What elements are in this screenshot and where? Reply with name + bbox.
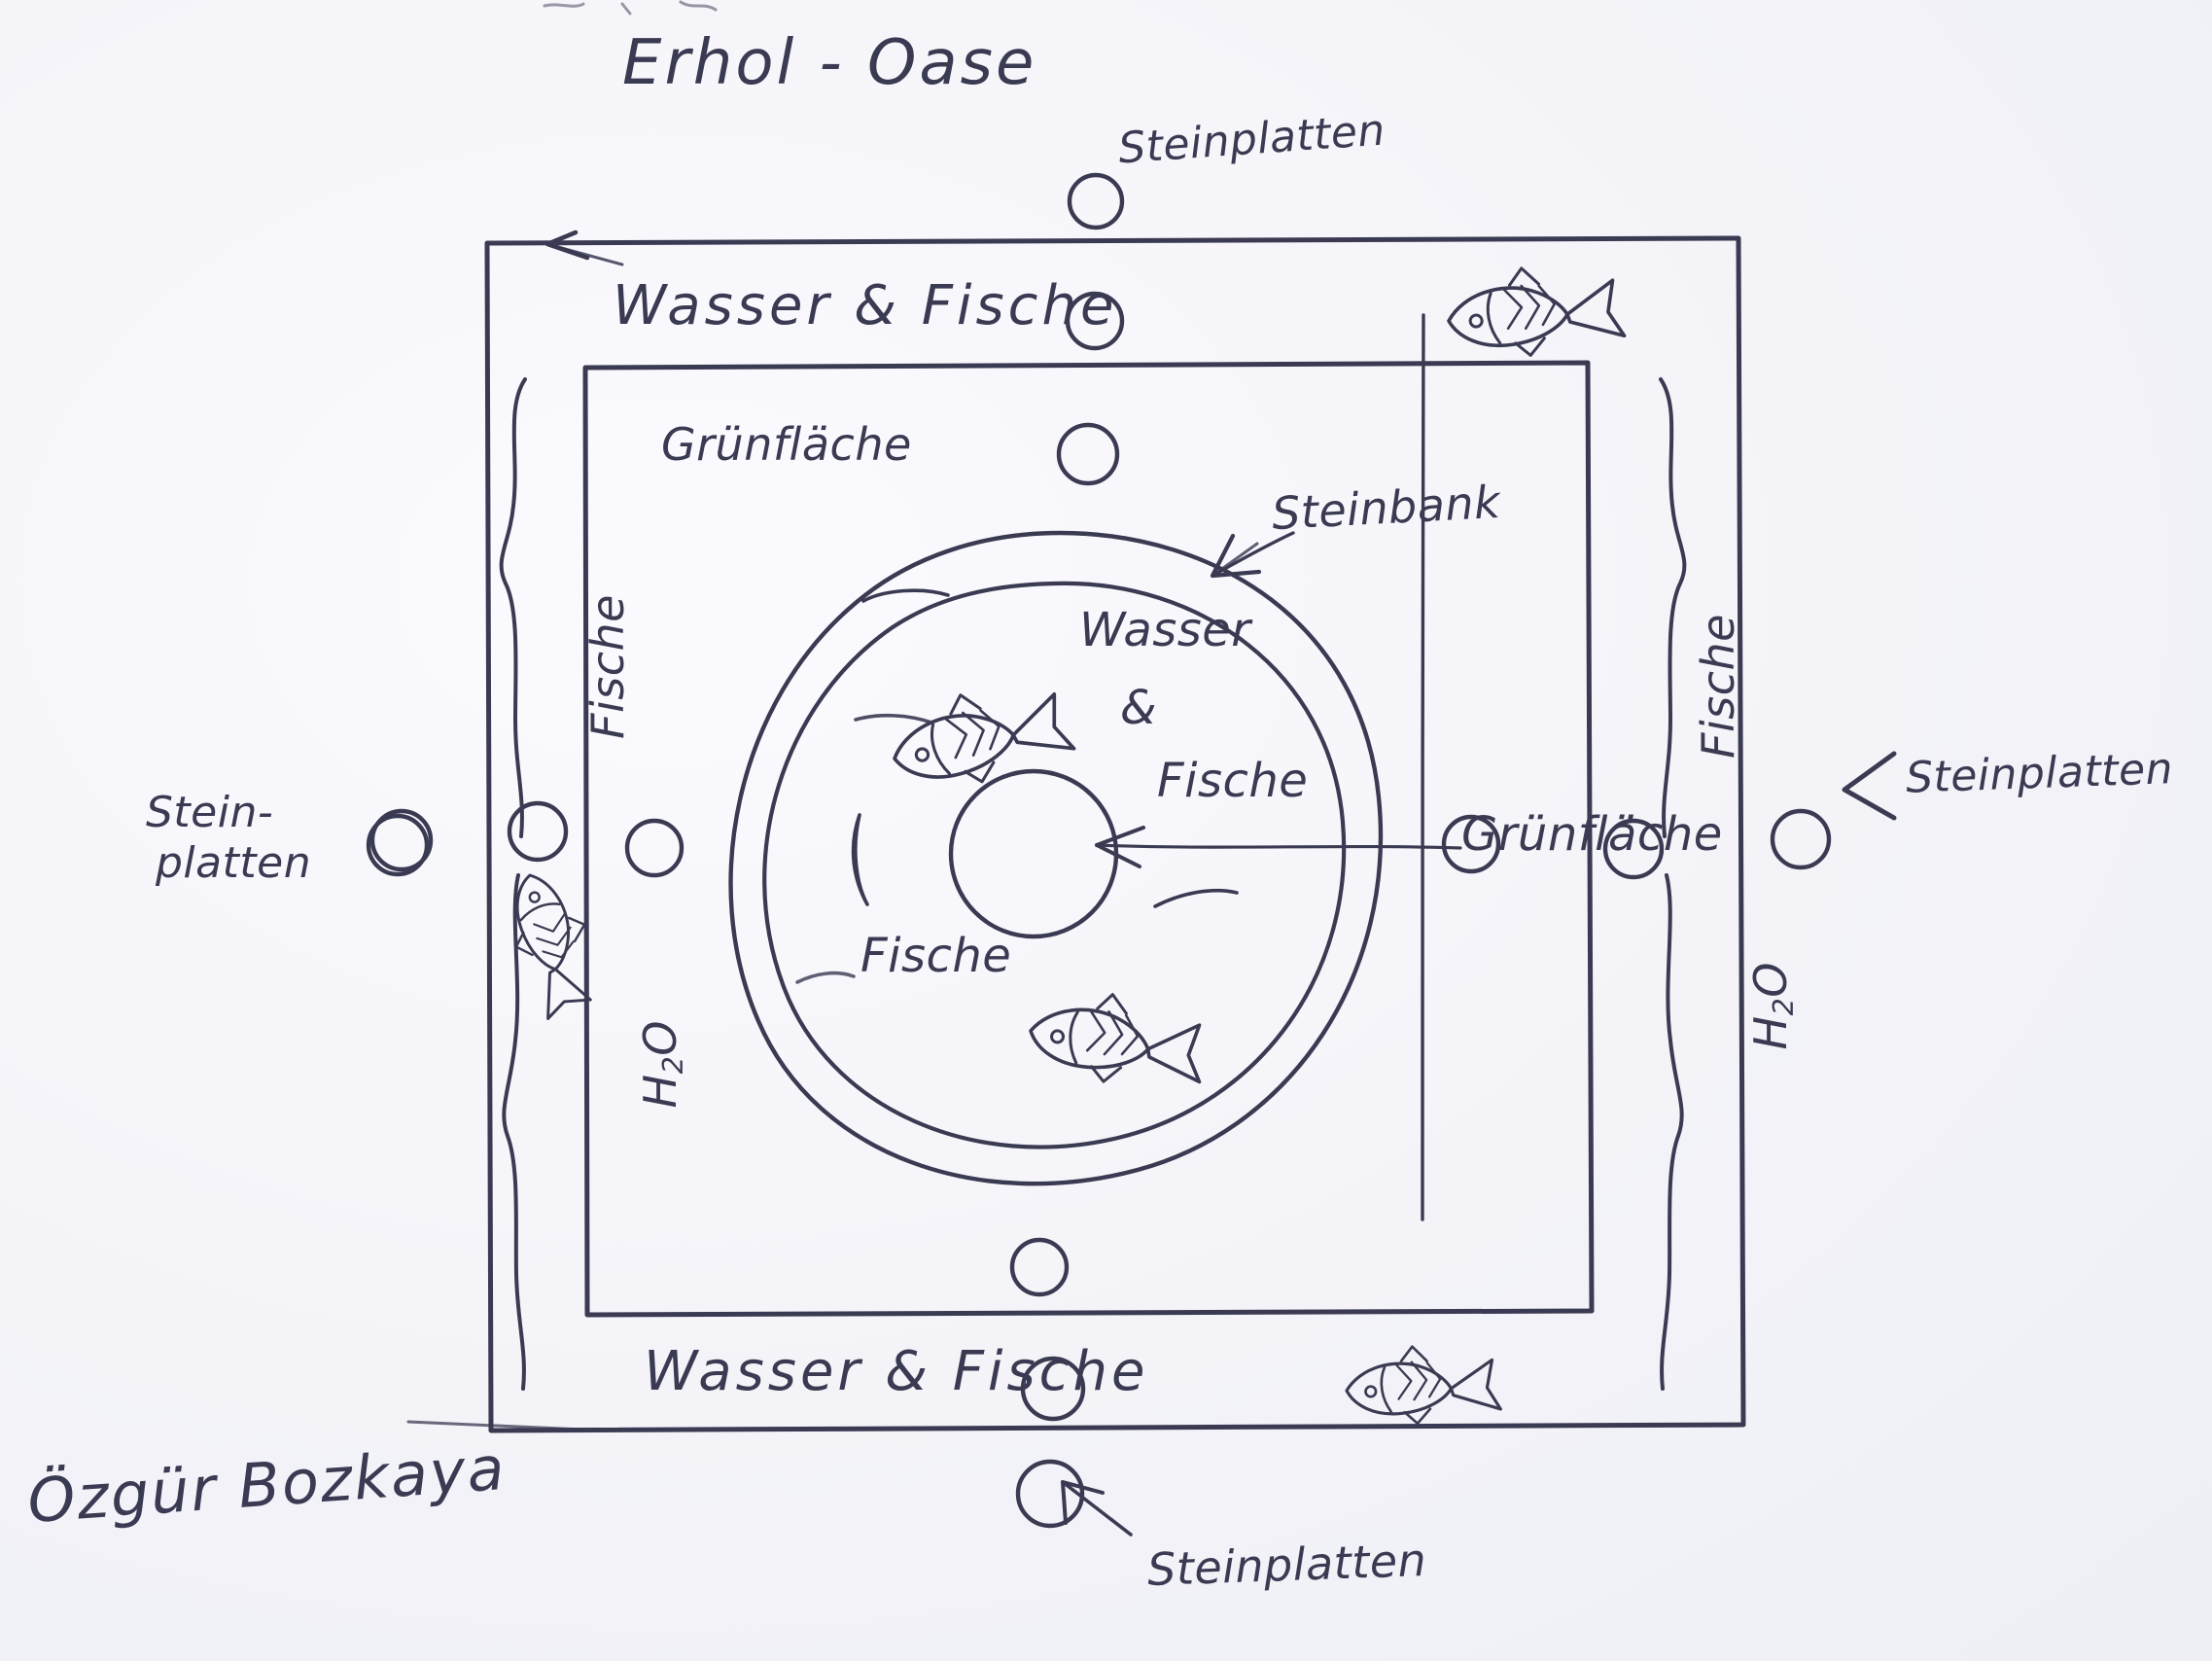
leader-bottom-steinplatten-arrow: [1061, 1480, 1133, 1537]
brace-left-h2o: [502, 873, 526, 1391]
brace-left-fische: [499, 377, 527, 838]
vertical-divider: [1421, 313, 1425, 1221]
leader-steinbank-arrow: [1210, 531, 1295, 579]
stone-slab-top-band-overlap: [1065, 291, 1125, 351]
leader-island-arrow: [1095, 826, 1462, 868]
fish-pond-upper-left: [881, 669, 1078, 803]
island-circle: [948, 768, 1119, 939]
brace-right-h2o: [1660, 873, 1684, 1391]
fish-bottom: [1342, 1339, 1503, 1431]
leader-right-steinplatten-arrow: [1842, 751, 1897, 821]
stone-slab-bottom-band-overlap: [1020, 1356, 1086, 1422]
braces: [499, 377, 1687, 1391]
stone-slab-bottom-outer: [1015, 1459, 1085, 1529]
pond-outer-ring: [728, 530, 1384, 1186]
water-ripples: [795, 588, 1239, 984]
outer-frame: [484, 230, 1746, 1433]
stone-slab-left-inner: [624, 818, 685, 878]
inner-frame: [582, 360, 1595, 1318]
brace-right-fische: [1659, 377, 1687, 838]
fish-top-right: [1442, 256, 1628, 366]
stone-slab-bottom-inner: [1009, 1237, 1070, 1297]
stone-slab-right-outer: [1770, 808, 1832, 870]
stone-slab-top-outer: [1067, 172, 1125, 230]
stone-slab-left-outer: [366, 813, 430, 877]
stone-slab-left-note: [369, 808, 434, 872]
fish-left-band: [495, 862, 611, 1023]
stray-signature-underline: [406, 1420, 585, 1431]
stone-slab-right-inner: [1441, 814, 1501, 874]
stone-slab-left-band: [507, 800, 569, 863]
fish-pond-lower: [1024, 984, 1210, 1094]
pond-inner-ring: [762, 581, 1347, 1149]
stone-slabs: [366, 172, 1832, 1529]
stone-slab-top-inner: [1056, 422, 1120, 486]
stone-slab-right-band: [1602, 818, 1665, 880]
stray-top-marks: [543, 0, 718, 16]
